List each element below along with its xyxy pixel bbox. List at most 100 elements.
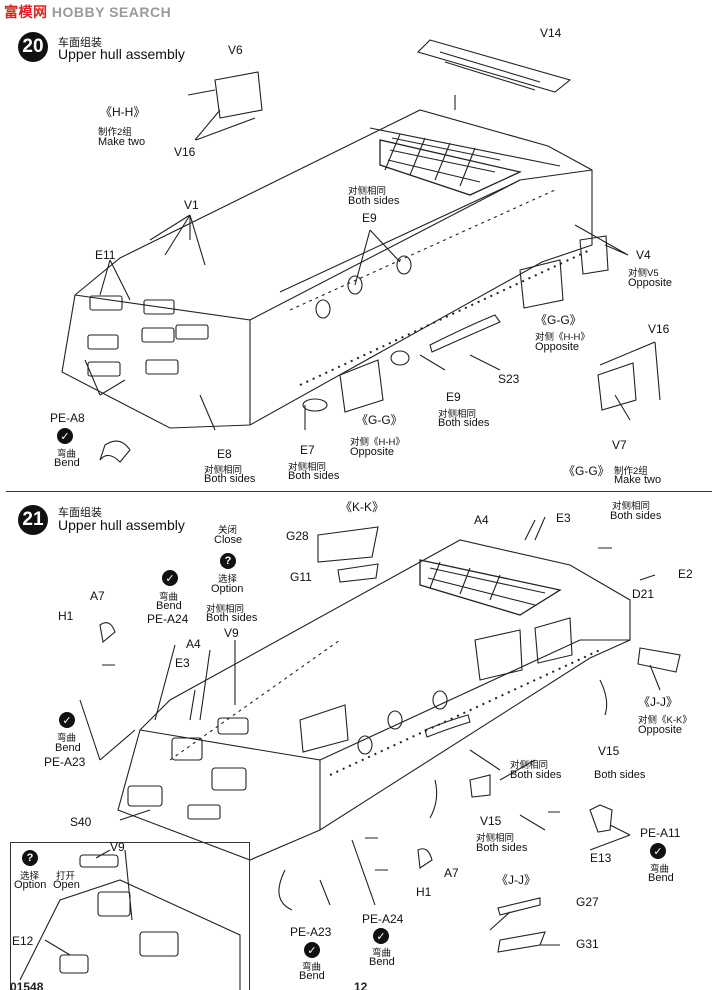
view-label-gg-3: 《G-G》: [563, 464, 610, 478]
close-cn: 关闭: [218, 525, 238, 536]
open-en: Open: [53, 879, 80, 891]
part-label-v15: V15: [598, 744, 620, 758]
make-two-cn-2: 制作2组: [614, 466, 648, 477]
bend-icon-6: ✓: [304, 942, 320, 958]
part-label-d21: D21: [632, 587, 655, 601]
part-label-g31: G31: [576, 937, 599, 951]
part-label-v16: V16: [174, 145, 196, 159]
option-icon-2: ?: [22, 850, 38, 866]
bend-en-3: Bend: [55, 742, 81, 754]
both-sides-en-4: Both sides: [288, 470, 340, 482]
bend-icon-2: ✓: [162, 570, 178, 586]
view-label-kk: 《K-K》: [340, 500, 385, 514]
bend-en-2: Bend: [156, 600, 182, 612]
part-label-v16-b: V16: [648, 322, 670, 336]
part-label-s23: S23: [498, 372, 520, 386]
view-label-hh: 《H-H》: [100, 105, 146, 119]
part-label-g28: G28: [286, 529, 309, 543]
part-label-v15-b: V15: [480, 814, 502, 828]
part-label-v6: V6: [228, 43, 243, 57]
part-label-g11: G11: [290, 570, 312, 584]
part-label-e3: E3: [556, 511, 571, 525]
both-sides-en-3: Both sides: [204, 473, 256, 485]
open-cn: 打开: [56, 871, 76, 882]
bend-cn-5: 弯曲: [372, 948, 392, 959]
view-label-jj: 《J-J》: [638, 695, 678, 709]
part-label-e11: E11: [95, 248, 116, 262]
part-label-e8: E8: [217, 447, 232, 461]
opposite-en-3: Opposite: [350, 446, 395, 458]
step-21-title-en: Upper hull assembly: [58, 517, 185, 533]
make-two-en: Make two: [98, 136, 146, 148]
part-label-e12: E12: [12, 934, 34, 948]
option-icon: ?: [220, 553, 236, 569]
option-cn: 选择: [218, 574, 238, 585]
opposite-hh-cn-2: 对侧《H-H》: [350, 437, 405, 448]
opposite-en: Opposite: [628, 277, 673, 289]
part-label-h1-b: H1: [416, 885, 432, 899]
step-21-badge: 21: [18, 505, 48, 535]
bend-cn-4: 弯曲: [650, 864, 670, 875]
make-two-cn: 制作2组: [98, 127, 132, 138]
bend-cn-2: 弯曲: [159, 592, 179, 603]
part-label-pe-a8: PE-A8: [50, 411, 85, 425]
part-label-e2: E2: [678, 567, 693, 581]
part-label-a7: A7: [90, 589, 105, 603]
step-20-badge: 20: [18, 32, 48, 62]
part-label-g27: G27: [576, 895, 599, 909]
part-label-v9-b: V9: [110, 840, 125, 854]
both-sides-cn-2: 对侧相同: [438, 409, 477, 420]
step-21-title-cn: 车面组装: [58, 507, 102, 519]
bend-en: Bend: [54, 457, 80, 469]
part-label-v7: V7: [612, 438, 627, 452]
bend-icon-4: ✓: [650, 843, 666, 859]
part-label-s40: S40: [70, 815, 92, 829]
both-sides-cn-5: 对侧相同: [612, 501, 651, 512]
part-label-e3-b: E3: [175, 656, 190, 670]
option-cn-2: 选择: [20, 871, 40, 882]
part-label-v14: V14: [540, 26, 562, 40]
view-label-gg-2: 《G-G》: [356, 413, 403, 427]
opposite-en-4: Opposite: [638, 724, 683, 736]
both-sides-en-2: Both sides: [438, 417, 490, 429]
both-sides-cn-8: 对侧相同: [476, 833, 515, 844]
view-label-jj-2: 《J-J》: [496, 873, 536, 887]
part-label-pe-a23: PE-A23: [44, 755, 86, 769]
step20-hull: [61, 39, 661, 463]
part-label-pe-a24-b: PE-A24: [362, 912, 404, 926]
bend-icon: ✓: [57, 428, 73, 444]
part-label-h1: H1: [58, 609, 74, 623]
part-label-e7: E7: [300, 443, 315, 457]
both-sides-cn: 对侧相同: [348, 186, 387, 197]
both-sides-en-9: Both sides: [476, 842, 528, 854]
step21-hull: [79, 516, 681, 953]
part-label-a4: A4: [474, 513, 489, 527]
step-20-title-en: Upper hull assembly: [58, 46, 185, 62]
part-label-a4-b: A4: [186, 637, 201, 651]
bend-cn-6: 弯曲: [302, 962, 322, 973]
bend-cn-3: 弯曲: [57, 733, 77, 744]
make-two-en-2: Make two: [614, 474, 662, 486]
both-sides-en-7: Both sides: [510, 769, 562, 781]
inset-frame: [10, 842, 250, 990]
view-label-gg: 《G-G》: [535, 313, 582, 327]
opposite-kk-cn: 对侧《K-K》: [638, 715, 692, 726]
part-label-e13: E13: [590, 851, 612, 865]
part-label-pe-a23-b: PE-A23: [290, 925, 332, 939]
opposite-hh-cn: 对侧《H-H》: [535, 332, 590, 343]
part-label-e9: E9: [362, 211, 377, 225]
both-sides-en-8: Both sides: [594, 769, 646, 781]
page-number: 12: [354, 980, 368, 990]
both-sides-cn-4: 对侧相同: [288, 462, 327, 473]
part-label-e9-b: E9: [446, 390, 461, 404]
both-sides-cn-6: 对侧相同: [206, 604, 245, 615]
part-label-a7-b: A7: [444, 866, 459, 880]
bend-icon-5: ✓: [373, 928, 389, 944]
inset-open-detail: [19, 849, 241, 990]
bend-cn: 弯曲: [57, 449, 77, 460]
part-label-pe-a24: PE-A24: [147, 612, 189, 626]
bend-en-6: Bend: [299, 970, 325, 982]
watermark: 富模网 HOBBY SEARCH: [4, 4, 172, 20]
